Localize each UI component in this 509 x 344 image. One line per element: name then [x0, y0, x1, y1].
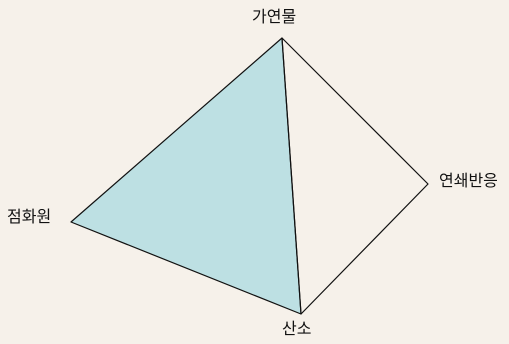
front-face: [70, 37, 302, 315]
right-face: [281, 37, 429, 315]
vertex-label-oxygen: 산소: [282, 319, 312, 338]
vertex-label-chain-reaction: 연쇄반응: [439, 171, 498, 190]
vertex-label-fuel: 가연물: [252, 7, 297, 26]
vertex-label-ignition-source: 점화원: [7, 207, 52, 226]
